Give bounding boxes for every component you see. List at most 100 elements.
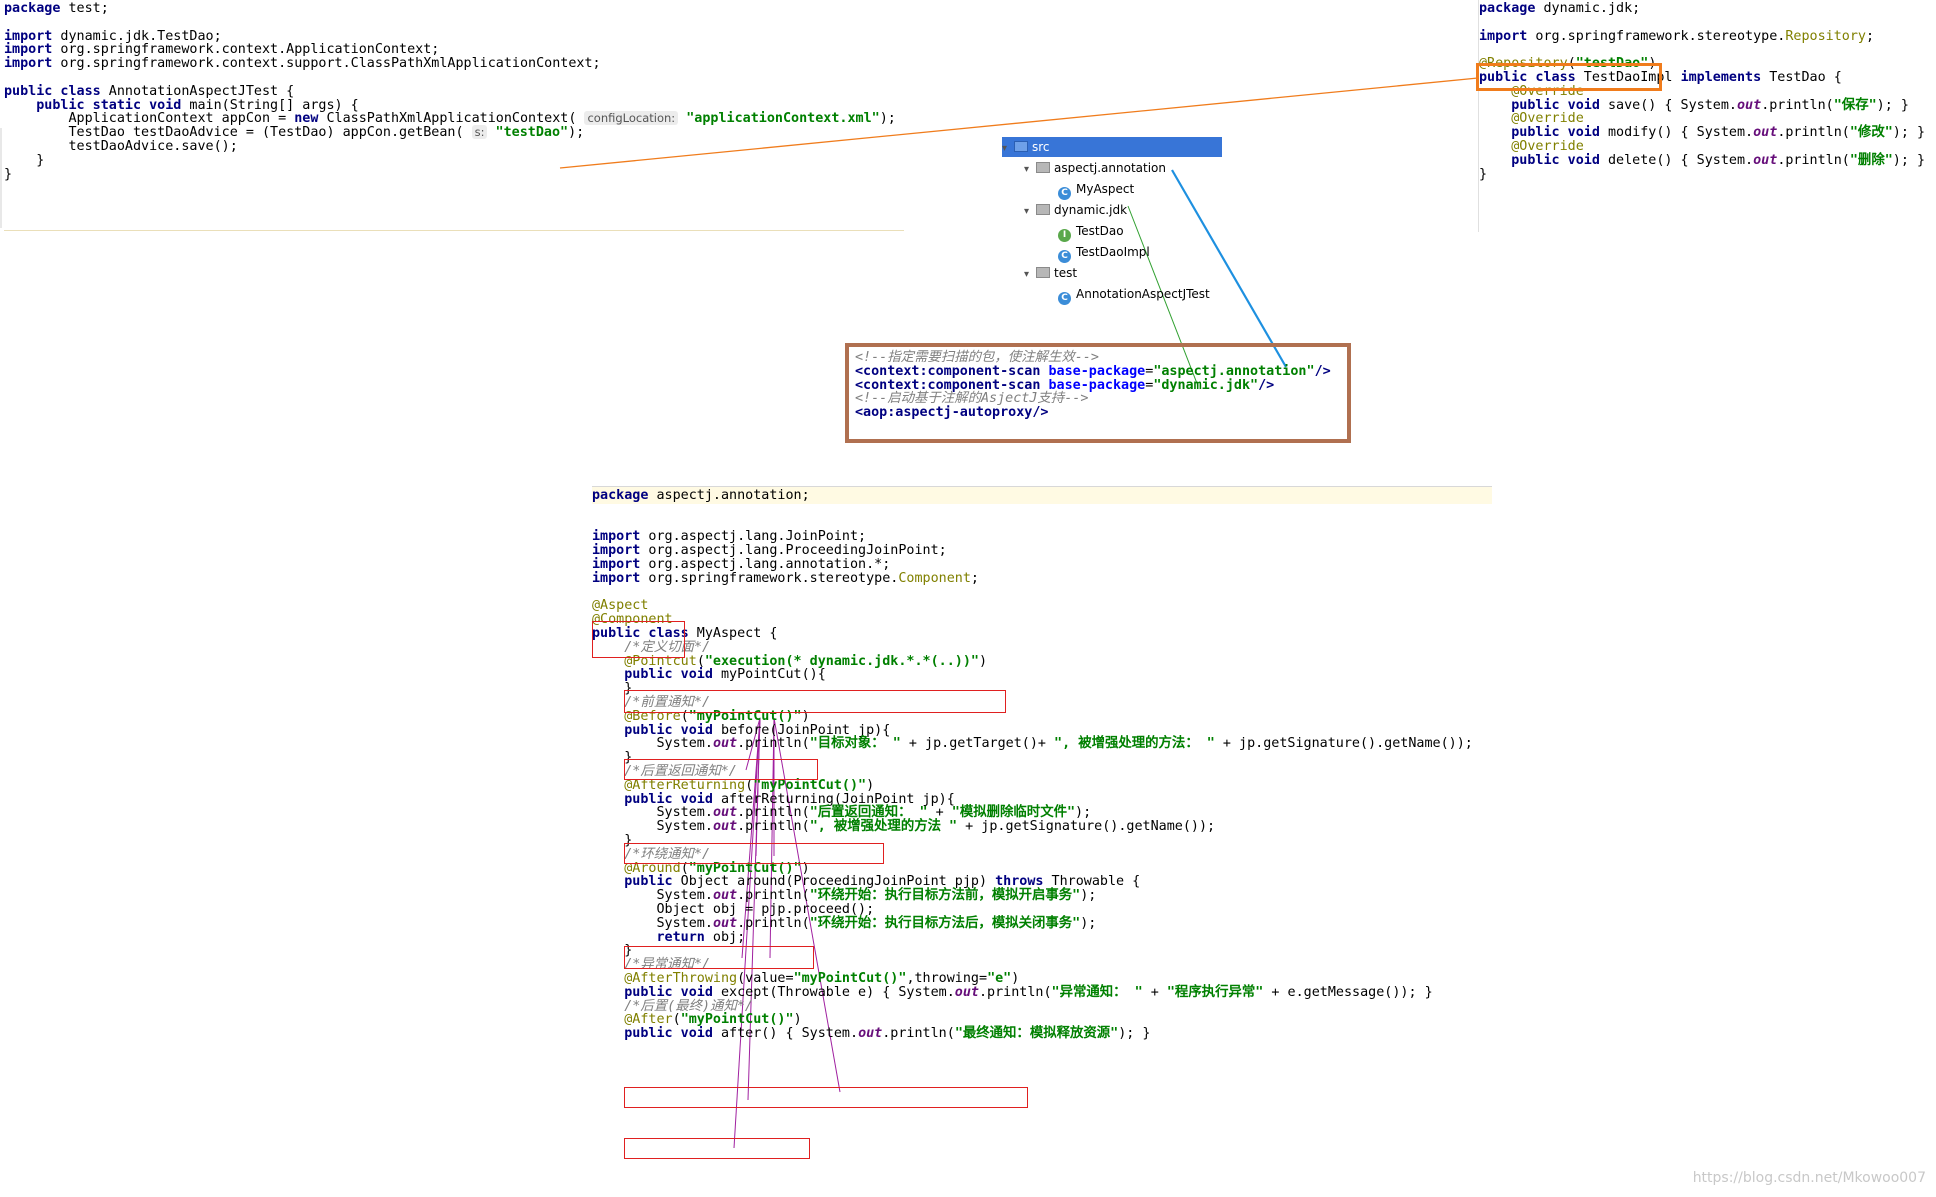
impl-code-token: public class xyxy=(1479,70,1576,85)
aspect-code-token: public void xyxy=(624,1026,713,1042)
aspect-code-token: /*前置通知*/ xyxy=(624,695,711,710)
impl-code-token: ; xyxy=(1865,28,1875,44)
aspect-code-token: out xyxy=(712,736,738,752)
impl-code-token: @Override xyxy=(1511,83,1584,99)
aspect-code-token: "execution(* dynamic.jdk.*.*(..))" xyxy=(704,653,979,669)
aspect-code-line: public void before(JoinPoint jp){ xyxy=(592,722,890,739)
test-code-token: public class xyxy=(4,83,101,99)
tree-item-aspectj-annotation[interactable]: ▾aspectj.annotation xyxy=(1024,158,1166,178)
aspect-code-token: } xyxy=(592,833,633,848)
before-box xyxy=(624,759,818,780)
aspect-code-token: "后置返回通知： " xyxy=(809,805,928,821)
test-code-token: ApplicationContext appCon = xyxy=(4,111,295,127)
aspect-code-token: public void xyxy=(624,667,713,683)
aspect-code-token: } xyxy=(592,750,633,766)
impl-code-token: org.springframework.stereotype. xyxy=(1527,28,1786,44)
xml-code-token: base-package xyxy=(1048,377,1146,393)
aspect-code-token: + jp.getTarget()+ xyxy=(900,736,1055,752)
expand-icon[interactable]: ▾ xyxy=(1024,206,1030,217)
impl-code-token: "修改" xyxy=(1849,125,1893,141)
test-code-token: import xyxy=(4,42,53,58)
xml-code-token: <context:component-scan xyxy=(855,363,1041,379)
aspect-code-token: Throwable { xyxy=(1043,874,1141,890)
aspect-code-token: before(JoinPoint jp){ xyxy=(712,722,891,738)
impl-code-token: .println( xyxy=(1761,97,1834,113)
impl-code-token: public void xyxy=(1511,97,1600,113)
aspect-code-line: import org.aspectj.lang.JoinPoint; xyxy=(592,528,866,545)
xml-code-token: <!--启动基于注解的AsjectJ支持--> xyxy=(855,391,1089,407)
aspect-component-box xyxy=(592,621,685,658)
aspect-code-token: @AfterThrowing xyxy=(624,971,738,986)
aspect-source-panel: package aspectj.annotation;import org.as… xyxy=(592,486,1492,1197)
aspect-code-token: "目标对象： " xyxy=(809,736,901,752)
test-code-token: org.springframework.context.ApplicationC… xyxy=(52,42,440,58)
impl-code-token: TestDao { xyxy=(1761,70,1842,85)
impl-code-token: import xyxy=(1479,28,1528,44)
aspect-code-token xyxy=(592,1026,624,1041)
aspect-code-token: org.aspectj.lang.JoinPoint; xyxy=(640,529,867,545)
package-icon xyxy=(1036,204,1050,215)
test-code-token: import xyxy=(4,56,53,72)
aspect-code-token: package xyxy=(592,488,649,503)
aspect-code-token: } xyxy=(592,681,633,697)
aspect-code-token: ); xyxy=(1080,915,1097,931)
aspect-code-token: .println( xyxy=(737,736,810,752)
xml-code-token: <aop:aspectj-autoproxy xyxy=(855,405,1033,421)
aspect-code-token: after() { System. xyxy=(712,1026,859,1042)
aspect-code-token: ", 被增强处理的方法： " xyxy=(1054,736,1215,752)
aspect-code-token: public class xyxy=(592,626,689,641)
aspect-code-token: Object obj = pjp.proceed(); xyxy=(592,902,875,917)
test-code-token: s: xyxy=(471,125,488,140)
impl-code-token: package xyxy=(1479,1,1536,16)
impl-code-token: TestDaoImpl xyxy=(1575,70,1681,85)
tree-item-label: AnnotationAspectJTest xyxy=(1076,287,1210,301)
impl-code-line: public void modify() { System.out.printl… xyxy=(1479,124,1925,141)
aspect-code-token: @After xyxy=(624,1012,673,1028)
aspect-code-token: System. xyxy=(592,915,713,931)
tree-item-src[interactable]: ▾ src xyxy=(1002,137,1222,157)
aspect-code-token: + e.getMessage()); } xyxy=(1263,984,1433,1000)
expand-icon[interactable]: ▾ xyxy=(1002,143,1008,154)
test-code-token: testDaoAdvice.save(); xyxy=(4,139,238,154)
tree-item-dynamic-jdk[interactable]: ▾dynamic.jdk xyxy=(1024,200,1127,220)
impl-code-line: import org.springframework.stereotype.Re… xyxy=(1479,28,1874,45)
impl-code-token: out xyxy=(1753,125,1778,141)
aspect-code-token: ) xyxy=(1011,971,1020,986)
aspect-code-line: @AfterThrowing(value="myPointCut()",thro… xyxy=(592,970,1019,987)
aspect-code-token: "myPointCut()" xyxy=(753,777,867,793)
xml-code-token: base-package xyxy=(1048,363,1146,379)
expand-icon[interactable]: ▾ xyxy=(1024,164,1030,175)
aspect-code-token: obj; xyxy=(704,929,746,945)
test-code-line: testDaoAdvice.save(); xyxy=(4,138,238,155)
test-code-token: main(String[] args) { xyxy=(181,97,359,113)
aspect-code-token: "程序执行异常" xyxy=(1166,984,1264,1000)
test-code-token: ); xyxy=(879,111,896,127)
aspect-code-token: + jp.getSignature().getName()); xyxy=(1214,736,1473,752)
impl-code-token: out xyxy=(1737,97,1762,113)
tree-item-test[interactable]: ▾test xyxy=(1024,263,1077,283)
tree-item-label: src xyxy=(1032,140,1050,154)
aspect-code-line: System.out.println("目标对象： " + jp.getTarg… xyxy=(592,735,1473,752)
test-code-token: public static void xyxy=(36,97,182,113)
aspect-code-token: ( xyxy=(696,653,705,669)
aspect-code-token: import xyxy=(592,543,641,559)
test-code-token: import xyxy=(4,28,53,44)
class-icon: C xyxy=(1058,250,1071,263)
impl-code-token: delete() { System. xyxy=(1599,152,1754,168)
aspect-code-token: .println( xyxy=(737,805,810,821)
xml-code-token: <!--指定需要扫描的包，使注解生效--> xyxy=(855,350,1099,365)
aspect-code-token: @Around xyxy=(624,860,681,876)
aspect-code-token: return xyxy=(656,929,705,945)
expand-icon[interactable]: ▾ xyxy=(1024,269,1030,280)
aspect-code-line: } xyxy=(592,942,632,959)
aspect-code-line: @AfterReturning("myPointCut()") xyxy=(592,777,874,794)
aspect-code-token: out xyxy=(712,805,738,821)
aspect-code-token: /*环绕通知*/ xyxy=(624,846,711,862)
aspect-code-token: out xyxy=(858,1026,883,1042)
aspect-code-line: import org.springframework.stereotype.Co… xyxy=(592,570,979,587)
test-code-line: package test; xyxy=(4,0,109,17)
